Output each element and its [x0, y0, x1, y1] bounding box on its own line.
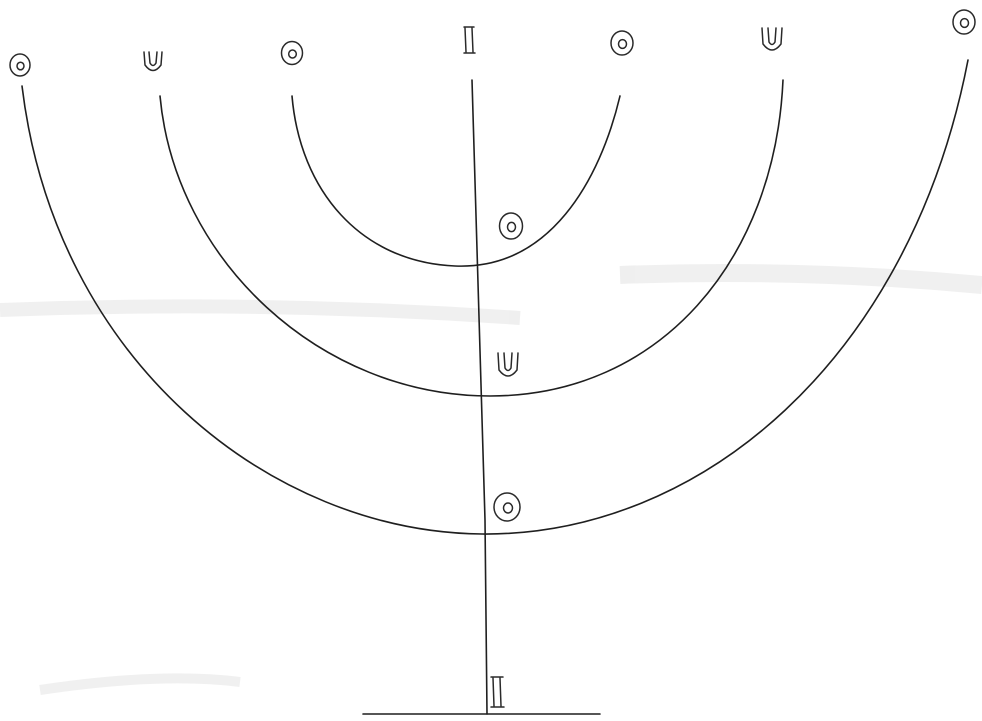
- cup-symbol-icon: [144, 52, 162, 71]
- branch-inner: [292, 96, 620, 266]
- ring-symbol-icon: [494, 493, 520, 521]
- ring-symbol-icon: [10, 54, 30, 76]
- cup-symbol-icon: [762, 28, 782, 50]
- paper-smudges: [0, 273, 982, 690]
- bar-symbol-icon: [464, 27, 475, 53]
- ring-symbol-icon: [953, 10, 975, 34]
- branch-middle: [160, 80, 783, 396]
- ring-symbol-icon: [611, 31, 633, 55]
- ring-symbol-icon: [500, 213, 523, 239]
- cup-symbol-icon: [498, 353, 518, 376]
- branch-outer: [22, 60, 968, 534]
- bar-symbol-icon: [491, 677, 504, 707]
- ring-symbol-icon: [282, 42, 303, 65]
- central-stem: [472, 80, 487, 714]
